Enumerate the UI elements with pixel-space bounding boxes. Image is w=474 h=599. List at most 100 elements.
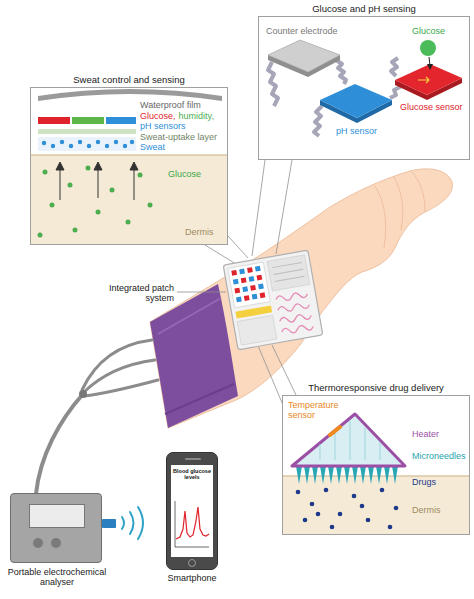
sweat-layers-part-part: [42, 141, 46, 145]
phone-button: [188, 559, 196, 567]
sweat-layers-part-part: [51, 144, 55, 148]
drug-delivery-part: [292, 414, 405, 466]
patch-part: [249, 276, 255, 282]
wireless-waves: [122, 507, 143, 539]
drug-delivery-part-part: [366, 518, 371, 523]
patch-part: [234, 288, 240, 294]
patch-part: [237, 315, 277, 345]
patch-part: [267, 255, 310, 291]
sensor-array-part: [268, 40, 340, 72]
wrist-band: [150, 284, 238, 428]
arm-part: [412, 172, 425, 212]
drug-delivery-part-part: [296, 466, 302, 484]
patch-part: [258, 283, 264, 289]
sensor-array-part: [320, 84, 392, 118]
drug-delivery-part-part: [312, 466, 318, 484]
sweat-layers-part: [31, 155, 227, 244]
drug-delivery-part-part: [328, 466, 334, 484]
sweat-layers-part: [38, 89, 222, 101]
sensor-array-part: [420, 40, 436, 56]
sensor-array: [268, 40, 462, 136]
sensor-label-group: Glucose,humidity,pH sensors: [140, 112, 226, 132]
sweat-layers-part-part: [87, 144, 91, 148]
smartphone-body: SmartphoneBlood glucose levels: [166, 452, 218, 570]
sweat-layers-part-part: [96, 140, 100, 144]
patch-part: [250, 285, 256, 291]
sweat-layers-part-part: [105, 144, 109, 148]
sweat-layers-part: [106, 117, 136, 124]
patch-part: [231, 270, 237, 276]
sweat-layers-part-part: [94, 162, 102, 170]
drug-delivery-part-part: [336, 466, 342, 484]
patch: [223, 250, 323, 350]
inset-heading: Sweat control and sensing: [11, 75, 247, 86]
chart-axis: [175, 501, 209, 547]
patch-part: [272, 262, 304, 281]
cable-joint: [79, 390, 87, 398]
device-label: Smartphone: [137, 573, 247, 583]
patch-part: [233, 279, 239, 285]
drug-delivery-part-part: [394, 506, 399, 511]
sweat-layers-part-part: [126, 220, 131, 225]
drug-delivery-part-part: [352, 466, 358, 484]
drug-delivery-part: [283, 476, 469, 534]
drug-delivery-part-part: [384, 466, 390, 484]
sweat-layers-part-part: [130, 162, 138, 170]
chart-line: [176, 507, 209, 539]
sweat-layers-part-part: [56, 162, 64, 170]
leader-lines-part: [276, 160, 292, 254]
drug-delivery-part-part: [330, 525, 335, 530]
patch-part: [275, 291, 313, 335]
sweat-layers-part: [38, 166, 153, 238]
sweat-layers-part-part: [69, 144, 73, 148]
patch-part: [239, 269, 245, 275]
sweat-layers-part-part: [114, 140, 118, 144]
sweat-layers-part: [38, 137, 136, 151]
drug-delivery-part-part: [316, 512, 321, 517]
leader-lines-part: [256, 341, 283, 405]
patch-part: [252, 294, 258, 300]
patch-part: [223, 250, 323, 350]
analyser-display: [29, 504, 85, 528]
phone-screen: Blood glucose levels: [171, 465, 213, 557]
part-label: Sweat-uptake layer: [140, 133, 217, 143]
sweat-layers-part-part: [50, 203, 55, 208]
part-label: Dermis: [412, 506, 441, 516]
sweat-layers-part-part: [68, 183, 73, 188]
part-label: Heater: [412, 430, 439, 440]
drug-delivery-part: [296, 466, 398, 484]
part-label: Glucose: [412, 27, 445, 37]
sensor-label: humidity,: [179, 112, 214, 122]
drug-delivery-part-part: [320, 466, 326, 484]
cables: [36, 340, 158, 494]
sweat-layers-part-part: [148, 203, 153, 208]
drug-delivery-part-part: [304, 466, 310, 484]
patch-part: [260, 292, 266, 298]
screen-title: Blood glucose levels: [171, 465, 213, 481]
drug-delivery-part-part: [380, 488, 385, 493]
analyser-knob: [51, 538, 61, 548]
cables-part: [83, 360, 155, 393]
device-label: Portable electrochemical analyser: [0, 567, 119, 588]
sweat-layers-part: [42, 140, 134, 148]
drug-delivery-part-part: [296, 490, 301, 495]
inset-panel: Sweat control and sensing: [30, 87, 228, 245]
part-label: pH sensor: [336, 127, 377, 137]
sweat-layers-part-part: [38, 233, 43, 238]
sweat-layers-part: [56, 162, 138, 200]
drug-delivery-part-part: [344, 466, 350, 484]
inset-grounds-part: [282, 395, 470, 535]
leader-lines-part: [177, 292, 226, 293]
drug-delivery-part-part: [392, 466, 398, 484]
sweat-layers-part-part: [123, 144, 127, 148]
drug-delivery-part-part: [310, 502, 315, 507]
drug-delivery-part-part: [338, 512, 343, 517]
part-label: Glucose: [168, 170, 201, 180]
drug-delivery-part-part: [388, 525, 393, 530]
inset-heading: Thermoresponsive drug delivery: [263, 383, 474, 394]
drug-delivery-part-part: [360, 504, 365, 509]
drug-delivery-part-part: [376, 466, 382, 484]
arm-part: [375, 186, 386, 248]
sweat-layers-part: [38, 117, 70, 124]
sensor-array-part: [395, 64, 462, 95]
